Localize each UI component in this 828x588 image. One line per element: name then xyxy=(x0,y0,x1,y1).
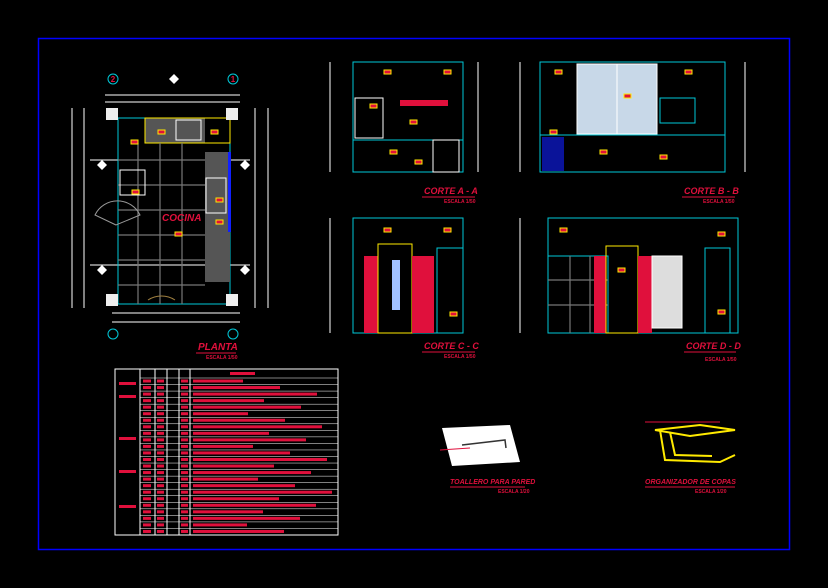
section-d-scale: ESCALA 1/50 xyxy=(705,357,737,363)
table-row xyxy=(140,423,338,429)
section-a-title: CORTE A - A xyxy=(424,186,478,196)
finishes-table xyxy=(114,368,339,536)
table-row xyxy=(140,475,338,481)
glass-organizer-detail xyxy=(645,421,736,464)
glass-organizer-scale: ESCALA 1/20 xyxy=(695,489,727,495)
section-a-scale: ESCALA 1/50 xyxy=(444,199,476,205)
glass-organizer-title: ORGANIZADOR DE COPAS xyxy=(645,479,736,486)
table-row xyxy=(140,410,338,416)
table-row xyxy=(140,469,338,475)
table-row xyxy=(140,488,338,494)
section-d-title: CORTE D - D xyxy=(686,341,741,351)
table-row xyxy=(140,508,338,514)
table-group-label xyxy=(119,437,136,440)
table-group-label xyxy=(119,470,136,473)
towel-rack-detail xyxy=(439,425,520,466)
section-d xyxy=(519,217,739,334)
table-row xyxy=(140,515,338,520)
table-row xyxy=(140,417,338,422)
table-row xyxy=(140,397,338,403)
table-row xyxy=(140,390,338,396)
room-label: COCINA xyxy=(162,213,201,224)
table-row xyxy=(140,456,338,461)
table-row xyxy=(140,436,338,442)
table-row xyxy=(140,377,338,383)
plan-title: PLANTA xyxy=(198,342,238,353)
plan-scale: ESCALA 1/50 xyxy=(206,355,238,361)
table-row xyxy=(140,449,338,455)
table-header xyxy=(230,372,255,375)
section-a xyxy=(329,61,479,173)
table-row xyxy=(140,495,338,501)
table-row xyxy=(140,430,338,435)
section-c-scale: ESCALA 1/50 xyxy=(444,354,476,360)
sheet-frame xyxy=(37,37,791,551)
table-row xyxy=(140,502,338,507)
section-c-title: CORTE C - C xyxy=(424,341,479,351)
table-row xyxy=(140,528,338,533)
table-row xyxy=(140,384,338,390)
table-row xyxy=(140,443,338,448)
section-b-scale: ESCALA 1/50 xyxy=(703,199,735,205)
table-group-label xyxy=(119,505,136,508)
section-b xyxy=(519,61,746,173)
table-row xyxy=(140,403,338,409)
table-row xyxy=(140,462,338,468)
towel-rack-title: TOALLERO PARA PARED xyxy=(450,479,535,486)
table-group-label xyxy=(119,382,136,385)
table-row xyxy=(140,521,338,527)
towel-rack-scale: ESCALA 1/20 xyxy=(498,489,530,495)
table-group-label xyxy=(119,395,136,398)
section-b-title: CORTE B - B xyxy=(684,186,739,196)
axis-bubble-2: 2 xyxy=(111,75,116,84)
section-c xyxy=(329,217,464,334)
floor-plan: 2 1 COCINA PLANTA ESCALA 1/50 xyxy=(71,73,269,361)
table-row xyxy=(140,482,338,488)
axis-bubble-1: 1 xyxy=(231,75,236,84)
